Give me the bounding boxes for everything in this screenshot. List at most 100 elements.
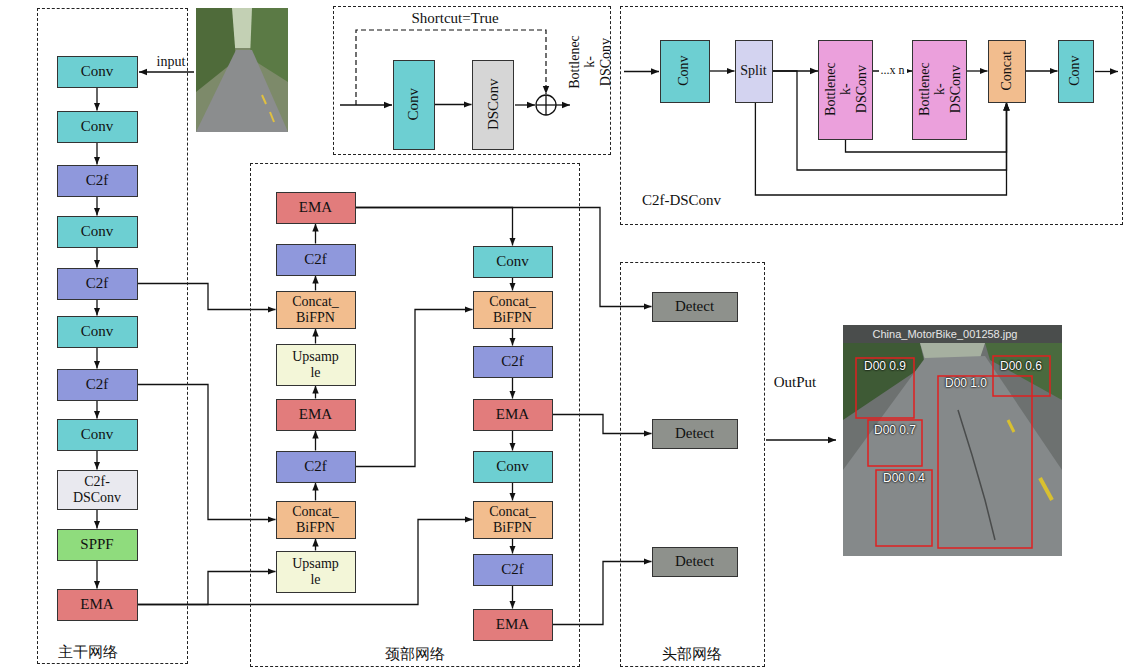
connector <box>435 104 472 105</box>
connector <box>512 431 513 451</box>
module-label: Concat_ BiFPN <box>489 294 536 325</box>
network-panel: C2f-DSConvConvSplitBottlenec k-DSConvBot… <box>620 6 1123 225</box>
connector <box>710 70 735 71</box>
module-label: Concat <box>999 51 1014 91</box>
module-label: C2f <box>86 275 109 292</box>
connector <box>96 561 97 589</box>
module-box: Conv <box>57 419 138 451</box>
detection-box <box>876 470 932 546</box>
module-box: EMA <box>473 609 553 641</box>
module-box: DSConv <box>472 60 514 150</box>
module-label: Detect <box>675 425 714 442</box>
connector <box>755 103 1006 196</box>
connector <box>356 208 513 246</box>
connector <box>138 572 276 605</box>
module-label: C2f <box>501 561 524 578</box>
detection-label: D00 0.7 <box>874 424 916 437</box>
connector <box>315 224 316 244</box>
road-mark <box>270 112 274 122</box>
input-arrow <box>624 71 659 72</box>
module-label: Conv <box>1068 56 1083 86</box>
connector <box>553 415 652 434</box>
module-box: Upsamp le <box>276 344 356 386</box>
module-label: C2f- DSConv <box>73 474 121 505</box>
input-arrow <box>139 71 194 72</box>
connector <box>512 378 513 399</box>
module-label: Conv <box>81 426 114 443</box>
connector <box>356 310 473 467</box>
module-label: C2f <box>304 251 327 268</box>
module-label: Detect <box>675 298 714 315</box>
connector <box>773 71 1007 170</box>
detection-label: D00 0.6 <box>1000 360 1042 373</box>
module-box: Bottlenec k-DSConv <box>912 40 967 140</box>
module-box: Conv <box>660 40 710 103</box>
module-box: Conv <box>473 246 553 278</box>
road-crack <box>958 410 995 540</box>
module-box: Conv <box>57 56 138 88</box>
connector <box>96 197 97 216</box>
module-label: Split <box>740 63 766 78</box>
module-label: Concat_ BiFPN <box>292 504 339 535</box>
detection-label: D00 0.9 <box>864 360 906 373</box>
module-label: C2f <box>304 458 327 475</box>
module-label: EMA <box>299 406 332 423</box>
connector <box>96 248 97 268</box>
connector <box>96 143 97 165</box>
module-label: Bottlenec k-DSConv <box>916 63 962 117</box>
module-box: EMA <box>276 192 356 224</box>
connector <box>315 539 316 551</box>
module-box: Detect <box>652 292 738 322</box>
detection-label: D00 0.4 <box>883 472 925 485</box>
photo-road <box>196 50 288 132</box>
photo-title-bar <box>843 325 1062 343</box>
module-box: C2f <box>276 244 356 276</box>
module-label: C2f <box>86 376 109 393</box>
connector <box>315 329 316 344</box>
connector <box>512 278 513 291</box>
module-label: EMA <box>496 616 529 633</box>
connector <box>512 329 513 346</box>
module-box: Bottlenec k-DSConv <box>818 40 873 140</box>
module-label: SPPF <box>80 536 113 553</box>
module-label: Conv <box>81 63 114 80</box>
input-photo <box>196 8 288 132</box>
connector <box>138 284 276 310</box>
image-filename: China_MotorBike_001258.jpg <box>873 328 1018 340</box>
network-panel: 主干网络ConvConvC2fConvC2fConvC2fConvC2f- DS… <box>37 8 188 664</box>
connector <box>96 510 97 529</box>
module-label: EMA <box>496 406 529 423</box>
input-arrow <box>340 104 392 105</box>
photo-road <box>843 356 1062 556</box>
module-box: Conv <box>57 111 138 143</box>
module-box: Conv <box>57 316 138 348</box>
module-box: EMA <box>473 399 553 431</box>
edge-label: ...x n <box>879 64 907 77</box>
detection-label: D00 1.0 <box>945 377 987 390</box>
panel-title: 颈部网络 <box>385 645 445 662</box>
connector <box>1026 70 1058 71</box>
module-box: C2f <box>57 165 138 197</box>
connector <box>512 586 513 609</box>
module-box: Concat_ BiFPN <box>473 501 553 539</box>
detection-box <box>868 420 922 466</box>
shortcut-line <box>356 30 546 105</box>
network-panel: 头部网络DetectDetectDetect <box>620 262 765 667</box>
connector <box>138 385 276 520</box>
module-label: C2f <box>86 172 109 189</box>
detection-boxes <box>856 356 1050 548</box>
road-mark <box>1008 420 1014 432</box>
module-box: Detect <box>652 547 738 577</box>
module-box: C2f <box>473 554 553 586</box>
bottleneck-wiring <box>340 30 570 115</box>
module-box: Detect <box>652 419 738 449</box>
connector <box>96 451 97 470</box>
connector <box>315 483 316 501</box>
photo-ground <box>843 325 1062 556</box>
photo-ground <box>196 8 288 132</box>
network-panel: Bottlenec k-DSConvConvDSConv <box>333 6 611 155</box>
detection-box <box>938 376 1032 548</box>
connector <box>512 483 513 501</box>
module-box: Concat <box>988 40 1026 103</box>
